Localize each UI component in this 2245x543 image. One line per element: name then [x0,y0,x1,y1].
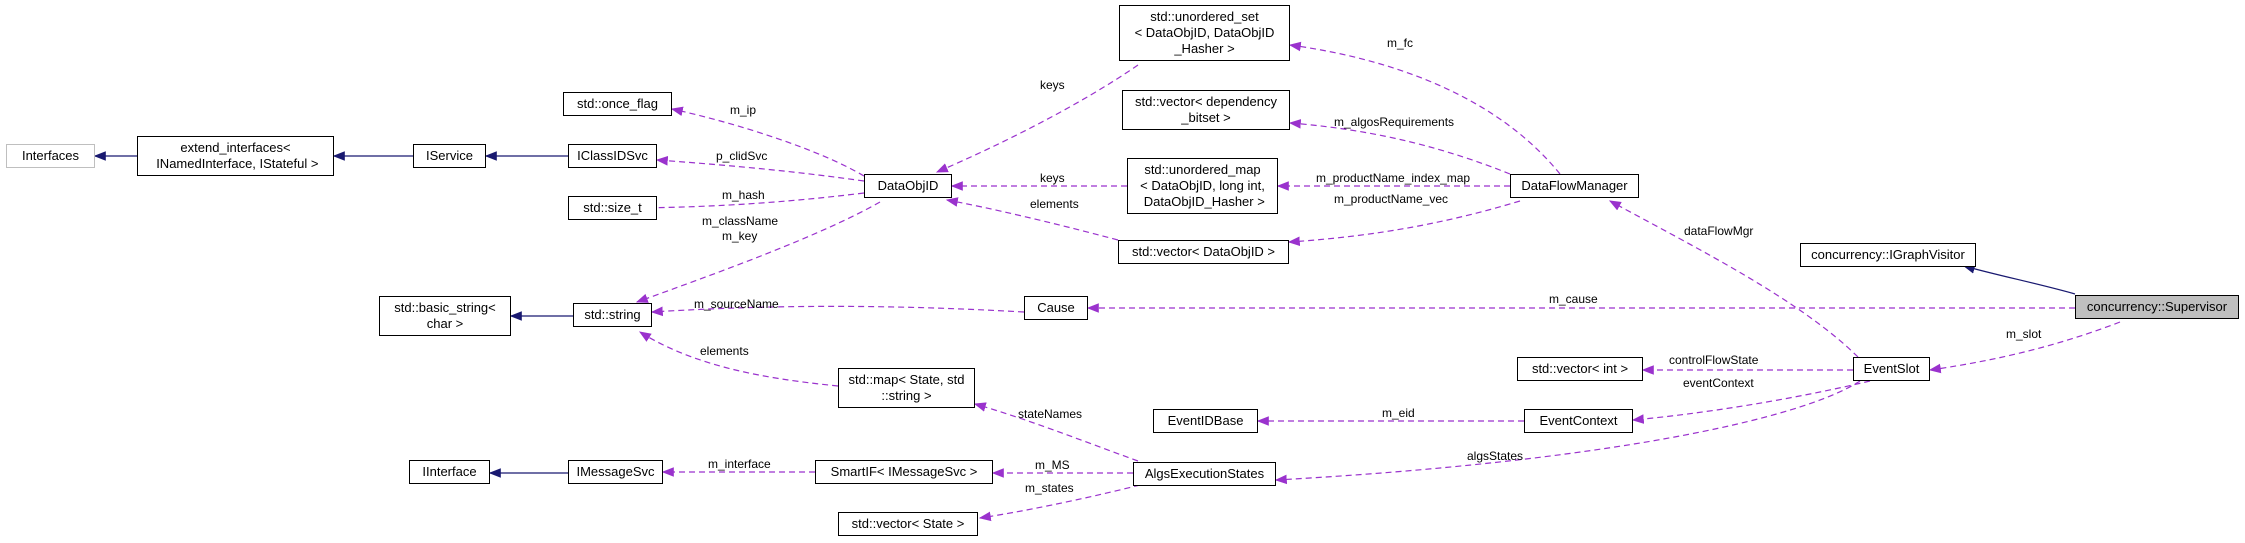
node-vector-state[interactable]: std::vector< State > [838,512,978,536]
edge-label-m-hash: m_hash [722,188,765,202]
node-std-string[interactable]: std::string [573,303,652,327]
node-vector-int[interactable]: std::vector< int > [1517,357,1643,381]
node-unordered-map[interactable]: std::unordered_map < DataObjID, long int… [1127,158,1278,214]
edge-dataflowmgr [1608,200,1859,358]
node-dataobjid[interactable]: DataObjID [864,174,952,198]
node-extend-interfaces[interactable]: extend_interfaces< INamedInterface, ISta… [137,136,334,176]
edge-m-productname-vec [1287,200,1521,247]
edge-m-fc [1288,41,1561,175]
edge-m-sourcename [650,305,1025,317]
node-once-flag[interactable]: std::once_flag [563,92,672,116]
node-dataflowmanager[interactable]: DataFlowManager [1510,174,1639,198]
edge-label-m-ip: m_ip [730,103,756,117]
node-algs-execution-states[interactable]: AlgsExecutionStates [1133,462,1276,486]
node-iservice[interactable]: IService [413,144,486,168]
node-iclassidsvc[interactable]: IClassIDSvc [568,144,657,168]
node-cause[interactable]: Cause [1024,296,1088,320]
edge-label-m-ms: m_MS [1035,458,1070,472]
edge-label-elements-vec: elements [1030,197,1079,211]
node-size-t[interactable]: std::size_t [568,196,657,220]
node-iinterface[interactable]: IInterface [409,460,490,484]
edge-m-ip [670,106,865,177]
edge-p-clidsvc [655,155,865,182]
edge-label-keys-map: keys [1040,171,1065,185]
edge-label-m-fc: m_fc [1387,36,1413,50]
edge-keys-set [935,64,1139,173]
node-smartif[interactable]: SmartIF< IMessageSvc > [815,460,993,484]
edge-m-hash [635,192,865,213]
edge-elements-vec [945,197,1119,241]
edge-m-slot [1928,321,2121,374]
edge-m-algos-requirements [1288,119,1511,175]
edge-label-elements-map: elements [700,344,749,358]
edge-eventcontext [1631,380,1871,424]
edge-label-m-algos-requirements: m_algosRequirements [1334,115,1454,129]
edge-algsstates [1274,380,1861,485]
edge-label-keys-set: keys [1040,78,1065,92]
edge-elements-map [638,331,839,387]
edge-label-m-cause: m_cause [1549,292,1598,306]
node-map-state[interactable]: std::map< State, std ::string > [838,368,975,408]
edge-label-m-productname-vec: m_productName_vec [1334,192,1448,206]
node-basic-string[interactable]: std::basic_string< char > [379,296,511,336]
node-imessagesvc[interactable]: IMessageSvc [568,460,663,484]
edge-label-m-eid: m_eid [1382,406,1415,420]
node-supervisor[interactable]: concurrency::Supervisor [2075,295,2239,319]
edge-statenames [973,402,1139,462]
edge-label-controlflowstate: controlFlowState [1669,353,1759,367]
edge-label-m-slot: m_slot [2006,327,2042,341]
node-igraphvisitor[interactable]: concurrency::IGraphVisitor [1800,243,1976,267]
node-vector-dataobjid[interactable]: std::vector< DataObjID > [1118,240,1289,264]
node-vector-dependency[interactable]: std::vector< dependency _bitset > [1122,90,1290,130]
edge-label-m-states: m_states [1025,481,1074,495]
edge-label-m-classname-line1: m_className [702,214,778,228]
node-unordered-set[interactable]: std::unordered_set < DataObjID, DataObjI… [1119,5,1290,61]
node-eventslot[interactable]: EventSlot [1853,357,1930,381]
node-interfaces[interactable]: Interfaces [6,144,95,168]
edge-label-p-clidsvc: p_clidSvc [716,149,767,163]
edge-label-eventcontext: eventContext [1683,376,1754,390]
edge-inherit-supervisor [1962,264,2076,295]
edge-m-classname [635,201,881,303]
edge-label-m-productname-index-map: m_productName_index_map [1316,171,1470,185]
edge-m-states [978,484,1141,522]
edge-label-m-interface: m_interface [708,457,771,471]
edge-label-dataflowmgr: dataFlowMgr [1684,224,1753,238]
edge-label-statenames: stateNames [1018,407,1082,421]
edge-label-algsstates: algsStates [1467,449,1523,463]
node-eventidbase[interactable]: EventIDBase [1153,409,1258,433]
node-eventcontext[interactable]: EventContext [1524,409,1633,433]
edge-label-m-classname-line2: m_key [722,229,757,243]
edge-label-m-sourcename: m_sourceName [694,297,779,311]
